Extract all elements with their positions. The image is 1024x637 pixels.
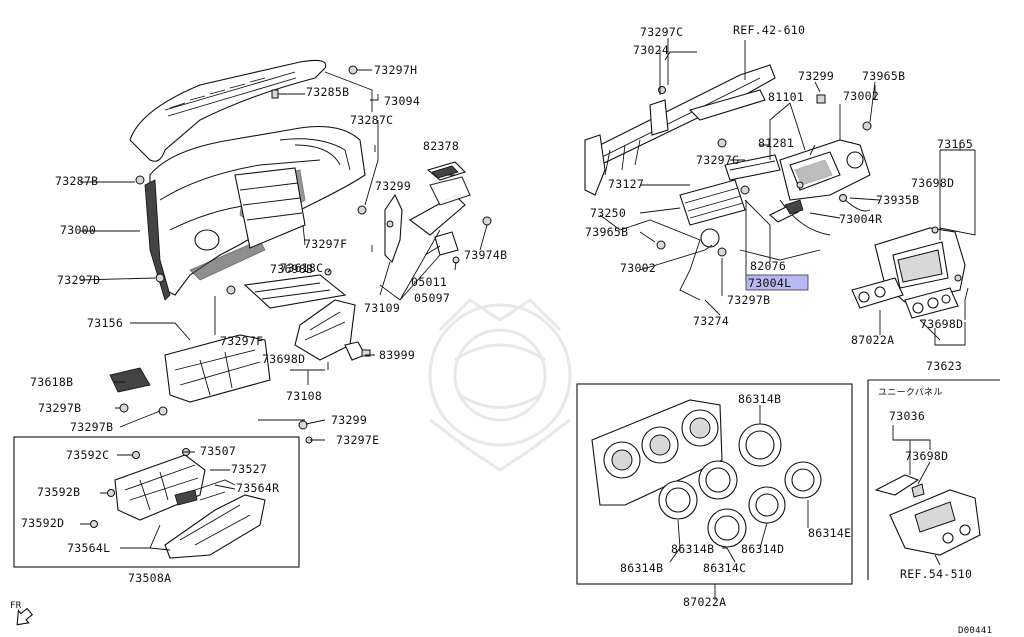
part-label-05097[interactable]: 05097 [414,291,450,305]
part-label-73036[interactable]: 73036 [889,409,925,423]
direction-label: FR [10,601,22,611]
part-label-82378[interactable]: 82378 [423,139,459,153]
part-label-73974b[interactable]: 73974B [464,248,507,262]
part-label-81281[interactable]: 81281 [758,136,794,150]
part-label-73165[interactable]: 73165 [937,137,973,151]
part-label-73698d[interactable]: 73698D [905,449,948,463]
crossmember [589,64,776,166]
center-console-group [584,38,881,316]
inset-title: ユニークパネル [878,387,943,398]
part-label-87022a[interactable]: 87022A [851,333,894,347]
part-label-73297e[interactable]: 73297E [336,433,379,447]
knee-panel [294,299,356,361]
part-label-73094[interactable]: 73094 [384,94,420,108]
part-label-73108[interactable]: 73108 [286,389,322,403]
part-label-73623[interactable]: 73623 [926,359,962,373]
panel-group [851,145,976,346]
part-label-86314d[interactable]: 86314D [741,542,784,556]
knobs [658,423,822,548]
part-label-87022a[interactable]: 87022A [683,595,726,609]
part-label-73965b[interactable]: 73965B [585,225,628,239]
part-label-73507[interactable]: 73507 [200,444,236,458]
figure-code: D00441 [958,626,992,636]
part-label-73592b[interactable]: 73592B [37,485,80,499]
center-bracket [164,334,271,403]
part-label-73127[interactable]: 73127 [608,177,644,191]
part-label-81101[interactable]: 81101 [768,90,804,104]
part-label-73297g[interactable]: 73297G [696,153,739,167]
part-label-73592c[interactable]: 73592C [66,448,109,462]
part-label-73274[interactable]: 73274 [693,314,729,328]
part-label-73002[interactable]: 73002 [620,261,656,275]
dash-panel-group [79,59,492,444]
part-label-73299[interactable]: 73299 [798,69,834,83]
unique-panel-group [867,379,1000,580]
part-label-82076[interactable]: 82076 [750,259,786,273]
part-label-73297h[interactable]: 73297H [374,63,417,77]
part-label-73564l[interactable]: 73564L [67,541,110,555]
part-label-ref-54-510[interactable]: REF.54-510 [900,567,972,581]
part-label-73297b[interactable]: 73297B [70,420,113,434]
part-label-73698d[interactable]: 73698D [262,352,305,366]
part-label-73287c[interactable]: 73287C [350,113,393,127]
part-label-73299[interactable]: 73299 [375,179,411,193]
watermark [428,298,572,472]
glove-box-group [13,436,300,568]
part-label-73698b[interactable]: 73698B [270,262,313,276]
part-label-73287b[interactable]: 73287B [55,174,98,188]
heater-control-group [576,383,853,600]
part-label-73285b[interactable]: 73285B [306,85,349,99]
part-label-73299[interactable]: 73299 [331,413,367,427]
dash-top-pad [129,59,327,162]
part-label-73297d[interactable]: 73297D [57,273,100,287]
part-label-73004r[interactable]: 73004R [839,212,882,226]
part-label-73297b[interactable]: 73297B [727,293,770,307]
part-label-73297f[interactable]: 73297F [304,237,347,251]
vent-left [679,179,746,226]
part-label-73935b[interactable]: 73935B [876,193,919,207]
part-label-73618b[interactable]: 73618B [30,375,73,389]
part-label-73297c[interactable]: 73297C [640,25,683,39]
part-label-73618c[interactable]: 73618C [280,261,323,275]
front-direction-indicator [16,607,34,626]
part-labels: 73297C REF.42-610 73024 73299 73965B 81101 730… [10,23,992,636]
part-label-73508a[interactable]: 73508A [128,571,171,585]
glove-box-housing [114,454,206,521]
part-label-05011[interactable]: 05011 [411,275,447,289]
part-label-86314b[interactable]: 86314B [620,561,663,575]
highlight-box [745,274,809,291]
part-label-73109[interactable]: 73109 [364,301,400,315]
part-label-73965b[interactable]: 73965B [862,69,905,83]
part-label-73002[interactable]: 73002 [843,89,879,103]
part-label-73592d[interactable]: 73592D [21,516,64,530]
part-label-86314b[interactable]: 86314B [738,392,781,406]
part-label-73024[interactable]: 73024 [633,43,669,57]
part-label-73698d[interactable]: 73698D [911,176,954,190]
glove-box-lid [164,494,266,559]
part-label-73250[interactable]: 73250 [590,206,626,220]
part-label-73297b[interactable]: 73297B [38,401,81,415]
part-label-73564r[interactable]: 73564R [236,481,279,495]
part-label-ref-42-610[interactable]: REF.42-610 [733,23,805,37]
part-label-86314e[interactable]: 86314E [808,526,851,540]
part-label-73004l[interactable]: 73004L [748,276,791,290]
part-label-86314c[interactable]: 86314C [703,561,746,575]
part-label-73698d[interactable]: 73698D [920,317,963,331]
part-label-86314b[interactable]: 86314B [671,542,714,556]
part-label-73527[interactable]: 73527 [231,462,267,476]
part-label-73297f[interactable]: 73297F [220,334,263,348]
part-label-83999[interactable]: 83999 [379,348,415,362]
part-label-73000[interactable]: 73000 [60,223,96,237]
part-label-73156[interactable]: 73156 [87,316,123,330]
